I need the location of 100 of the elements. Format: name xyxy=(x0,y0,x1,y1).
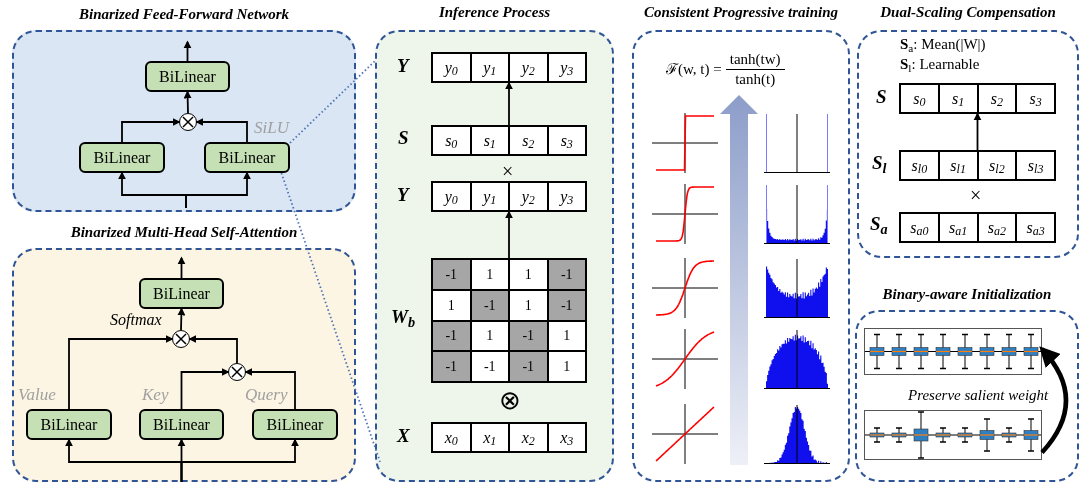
bilinear-block: BiLinear xyxy=(139,278,224,309)
box-plot-picture xyxy=(864,328,1042,375)
note-text: S$_{a}$: Mean(|W|) xyxy=(900,35,986,54)
arrow xyxy=(183,40,192,62)
panel-title: Binarized Feed-Forward Network xyxy=(78,5,290,24)
vector-entry: y$_{3}$ xyxy=(547,53,586,82)
vector-entry: x$_{3}$ xyxy=(547,423,586,452)
vector-row xyxy=(899,212,1056,243)
vector-entry: y$_{2}$ xyxy=(509,53,548,82)
arrow xyxy=(504,81,514,126)
side-label: Y xyxy=(397,54,409,78)
matrix-entry: 1 xyxy=(470,259,509,290)
side-label: S$_{l}$ xyxy=(872,151,887,175)
arrow xyxy=(180,438,300,483)
bilinear-block: BiLinear xyxy=(26,409,112,440)
bilinear-block: BiLinear xyxy=(145,61,230,92)
matrix-entry: -1 xyxy=(509,351,548,382)
matrix-entry: -1 xyxy=(547,259,586,290)
matrix-entry: 1 xyxy=(509,259,548,290)
vector-row xyxy=(431,125,587,156)
vector-entry: y$_{3}$ xyxy=(547,182,586,211)
multiply-sign: × xyxy=(502,161,514,181)
matrix-entry: -1 xyxy=(432,320,471,352)
vector-entry: s$_{2}$ xyxy=(509,126,548,155)
arrow xyxy=(504,210,514,259)
side-label: Key xyxy=(142,384,169,406)
vector-entry: s$_{3}$ xyxy=(1016,84,1055,113)
vector-entry: s$_{3}$ xyxy=(547,126,586,155)
arrow xyxy=(185,171,252,209)
bilinear-block: BiLinear xyxy=(139,409,224,440)
vector-entry: s$_{l2}$ xyxy=(977,151,1017,180)
vector-row xyxy=(899,150,1056,181)
vector-entry: s$_{2}$ xyxy=(977,84,1017,113)
vector-row xyxy=(899,83,1056,114)
side-label: S xyxy=(398,126,409,150)
vector-entry: s$_{a3}$ xyxy=(1016,213,1055,242)
side-label: Y xyxy=(397,183,409,207)
vector-row xyxy=(431,52,587,83)
matrix-entry: -1 xyxy=(432,259,471,290)
arrow xyxy=(188,334,238,364)
vector-entry: s$_{1}$ xyxy=(470,126,509,155)
panel-title: Consistent Progressive training xyxy=(642,3,840,22)
bilinear-block: BiLinear xyxy=(79,142,165,173)
arrow xyxy=(68,334,174,410)
bilinear-block: BiLinear xyxy=(204,142,290,173)
matrix-entry: -1 xyxy=(509,320,548,352)
multiply-sign: × xyxy=(970,185,982,205)
side-label: W$_{b}$ xyxy=(391,305,416,329)
vector-entry: s$_{a0}$ xyxy=(900,213,939,242)
tensor-product-sign: ⊗ xyxy=(499,388,521,414)
arrow xyxy=(183,90,192,114)
formula-denominator: tanh(t) xyxy=(735,69,776,89)
side-label: Softmax xyxy=(110,310,162,330)
panel-title: Binarized Multi-Head Self-Attention xyxy=(69,223,299,242)
vector-entry: y$_{1}$ xyxy=(470,53,509,82)
matrix-entry: -1 xyxy=(470,351,509,382)
formula-text: ℱ(w, t) = xyxy=(666,60,722,79)
matrix-entry: 1 xyxy=(432,289,471,321)
vector-entry: y$_{0}$ xyxy=(432,182,471,211)
side-label: Value xyxy=(18,384,56,406)
matrix-entry: 1 xyxy=(509,289,548,321)
vector-entry: s$_{a2}$ xyxy=(977,213,1017,242)
vector-entry: x$_{2}$ xyxy=(509,423,548,452)
vector-row xyxy=(431,181,587,212)
arrow xyxy=(195,117,248,143)
panel-title: Dual-Scaling Compensation xyxy=(879,3,1057,22)
vector-entry: s$_{l0}$ xyxy=(900,151,939,180)
side-label: S$_{a}$ xyxy=(870,212,888,236)
side-label: X xyxy=(397,424,410,448)
vector-entry: s$_{l3}$ xyxy=(1016,151,1055,180)
box-plot-picture xyxy=(864,410,1042,460)
bilinear-block: BiLinear xyxy=(252,409,338,440)
vector-entry: y$_{1}$ xyxy=(470,182,509,211)
vector-entry: s$_{1}$ xyxy=(938,84,978,113)
arrow xyxy=(973,112,982,151)
vector-entry: s$_{a1}$ xyxy=(938,213,978,242)
weight-matrix xyxy=(431,258,587,383)
panel-title: Inference Process xyxy=(437,3,552,22)
arrow xyxy=(180,367,230,410)
vector-entry: y$_{0}$ xyxy=(432,53,471,82)
panel-title: Binary-aware Initialization xyxy=(881,285,1053,304)
side-label: SiLU xyxy=(254,117,289,139)
side-label: S xyxy=(876,85,887,109)
arrow xyxy=(177,307,186,331)
vector-entry: s$_{0}$ xyxy=(432,126,471,155)
arrow xyxy=(121,117,181,143)
vector-entry: x$_{0}$ xyxy=(432,423,471,452)
dotted-line xyxy=(280,172,381,463)
note-text: S$_{l}$: Learnable xyxy=(900,55,980,74)
matrix-entry: -1 xyxy=(432,351,471,382)
arrow xyxy=(177,256,186,279)
matrix-entry: 1 xyxy=(547,351,586,382)
vector-entry: y$_{2}$ xyxy=(509,182,548,211)
vector-row xyxy=(431,422,587,453)
side-label: Query xyxy=(245,384,288,406)
arrow xyxy=(1039,346,1069,454)
vector-entry: s$_{l1}$ xyxy=(938,151,978,180)
vector-entry: x$_{1}$ xyxy=(470,423,509,452)
formula-numerator: tanh(tw) xyxy=(725,50,785,70)
vector-entry: s$_{0}$ xyxy=(900,84,939,113)
